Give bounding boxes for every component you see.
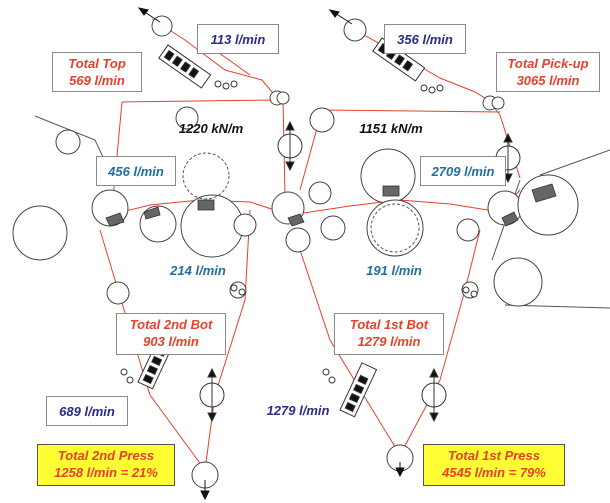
total-1st-bot-value: 1279 l/min bbox=[357, 334, 421, 349]
direction-arrows bbox=[137, 7, 405, 501]
total-1st-press-title: Total 1st Press bbox=[447, 448, 540, 463]
total-pickup-title: Total Pick-up bbox=[507, 56, 589, 71]
total-pickup-box: Total Pick-up 3065 l/min bbox=[496, 52, 600, 92]
press-shoes bbox=[105, 183, 557, 227]
total-1st-press-box: Total 1st Press 4545 l/min = 79% bbox=[423, 444, 565, 486]
total-1st-bot-box: Total 1st Bot 1279 l/min bbox=[334, 313, 444, 355]
total-2nd-press-value: 1258 l/min = 21% bbox=[54, 465, 158, 480]
total-2nd-press-title: Total 2nd Press bbox=[57, 448, 155, 463]
flow-label-left-mid: 456 l/min bbox=[96, 156, 176, 186]
total-top-title: Total Top bbox=[68, 56, 126, 71]
total-2nd-bot-value: 903 l/min bbox=[143, 334, 199, 349]
load-label-left: 1220 kN/m bbox=[178, 121, 244, 136]
total-top-value: 569 l/min bbox=[69, 73, 125, 88]
total-2nd-press-box: Total 2nd Press 1258 l/min = 21% bbox=[37, 444, 175, 486]
flow-label-left-lower: 214 l/min bbox=[170, 263, 226, 278]
total-1st-press-value: 4545 l/min = 79% bbox=[442, 465, 546, 480]
grooved-rolls bbox=[182, 152, 420, 253]
flow-label-top-right: 356 l/min bbox=[384, 24, 466, 54]
rolls bbox=[12, 15, 579, 489]
flow-label-right-lower: 191 l/min bbox=[366, 263, 422, 278]
flow-label-top: 113 l/min bbox=[197, 24, 279, 54]
flow-label-bottom-mid: 1279 l/min bbox=[266, 403, 330, 418]
total-2nd-bot-title: Total 2nd Bot bbox=[129, 317, 213, 332]
total-top-box: Total Top 569 l/min bbox=[52, 52, 142, 92]
flow-label-bottom-left: 689 l/min bbox=[46, 396, 128, 426]
load-label-right: 1151 kN/m bbox=[359, 121, 423, 136]
total-1st-bot-title: Total 1st Bot bbox=[349, 317, 429, 332]
flow-label-right-mid: 2709 l/min bbox=[420, 156, 506, 186]
shower-assemblies bbox=[120, 37, 478, 418]
total-pickup-value: 3065 l/min bbox=[516, 73, 580, 88]
total-2nd-bot-box: Total 2nd Bot 903 l/min bbox=[116, 313, 226, 355]
